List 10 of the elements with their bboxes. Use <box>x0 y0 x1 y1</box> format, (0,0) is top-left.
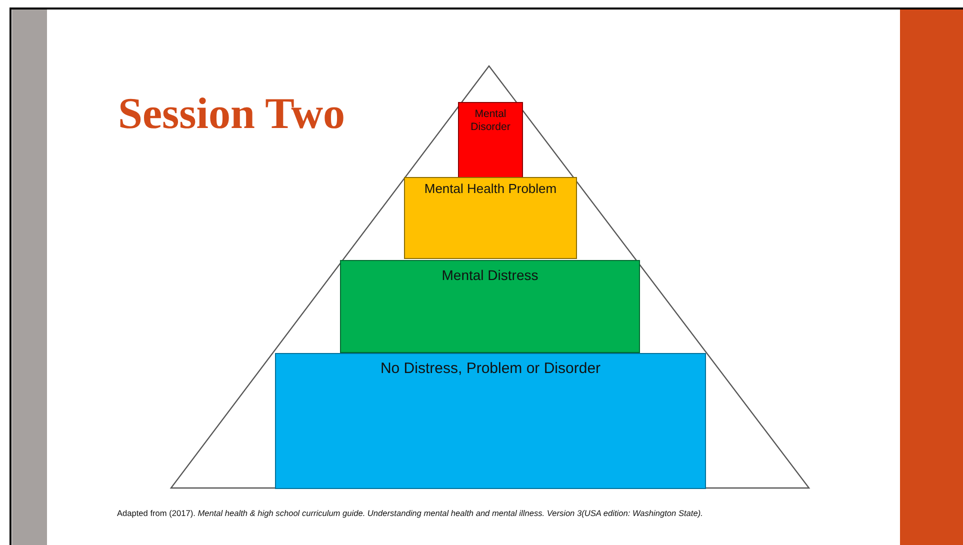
level-box <box>340 260 640 353</box>
level-label: Mental Distress <box>440 267 540 284</box>
level-label: Mental Disorder <box>470 108 512 134</box>
level-label: No Distress, Problem or Disorder <box>379 360 602 379</box>
slide-title: Session Two <box>118 88 346 139</box>
source-citation: Adapted from (2017). Mental health & high school curriculum guide. Understanding mental health and mental illness. Version 3(USA edition: Washington State). <box>117 508 704 518</box>
level-box <box>458 102 523 178</box>
level-label: Mental Health Problem <box>423 181 558 198</box>
level-box <box>275 353 706 489</box>
level-box <box>404 177 577 259</box>
